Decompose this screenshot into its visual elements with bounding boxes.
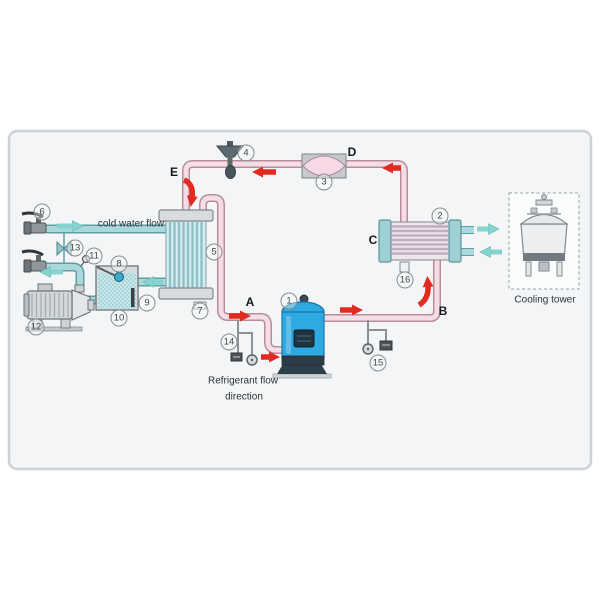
refrigerant-pipes xyxy=(182,160,441,354)
gauge-bracket-15 xyxy=(367,320,387,344)
float-ball xyxy=(113,271,125,283)
fitting-16 xyxy=(399,261,410,273)
water-flow-arrows xyxy=(49,226,502,282)
supply-faucet-6 xyxy=(21,211,47,235)
float-arm xyxy=(96,266,117,277)
gauge-bracket-14 xyxy=(237,320,253,355)
compressor xyxy=(272,294,332,379)
level-gauge xyxy=(131,288,135,307)
flow-arrow-into-evaporator xyxy=(182,177,198,207)
cooling-tower xyxy=(508,192,580,290)
bypass-valve xyxy=(56,240,72,257)
drain-fitting-7 xyxy=(193,301,207,310)
condenser xyxy=(378,219,462,263)
pressure-gauges-15 xyxy=(362,340,393,355)
water-tank xyxy=(95,265,139,311)
filter-drier xyxy=(301,153,347,179)
refrigerant-flow-arrows xyxy=(182,162,434,363)
return-faucet xyxy=(21,249,47,273)
pressure-gauges-14 xyxy=(230,352,258,366)
safety-valve xyxy=(215,141,245,179)
evaporator xyxy=(158,209,214,300)
flow-arrow-b xyxy=(417,276,434,308)
water-pump xyxy=(23,283,95,332)
